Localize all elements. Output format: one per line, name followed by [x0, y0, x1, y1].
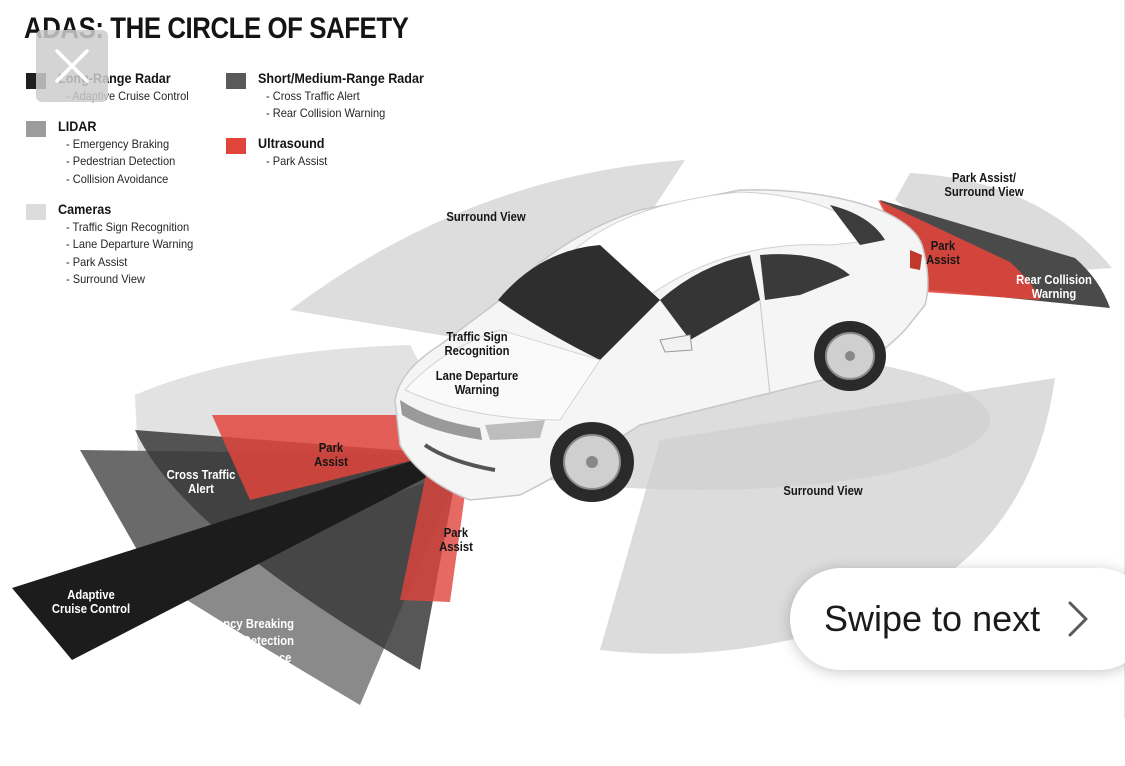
front-wheel — [550, 422, 634, 502]
adas-infographic: ADAS: THE CIRCLE OF SAFETY Long-Range Ra… — [12, 0, 1125, 718]
surround-view-top-zone — [290, 160, 685, 340]
rear-window — [830, 205, 885, 245]
legend-heading: Ultrasound — [258, 135, 325, 151]
label-line: Surround View — [783, 484, 863, 498]
legend-item: - Cross Traffic Alert — [266, 89, 360, 103]
car-roof — [559, 191, 882, 296]
legend-lidar: LIDAR - Emergency Braking - Pedestrian D… — [26, 118, 216, 190]
side-mirror — [659, 334, 693, 353]
ultrasound-swatch — [226, 138, 246, 154]
fog-lights — [423, 443, 496, 472]
legend-short-medium-range-radar: Short/Medium-Range Radar - Cross Traffic… — [226, 70, 446, 126]
label-line: Recognition — [444, 344, 510, 358]
label-line: Park — [930, 239, 956, 253]
label-line: Assist — [439, 540, 473, 554]
coverage-diagram — [12, 160, 1112, 705]
label-line: Park Assist/ — [952, 171, 1016, 185]
label-surround-view-right: Surround View — [783, 484, 862, 498]
label-line: Assist — [314, 455, 348, 469]
lidar-swatch — [26, 121, 46, 137]
label-rear-park-assist: Park Assist — [926, 239, 960, 267]
label-rear-park-surround: Park Assist/ Surround View — [944, 171, 1023, 199]
cameras-swatch — [26, 204, 46, 220]
legend-heading: Short/Medium-Range Radar — [258, 70, 424, 86]
legend-heading: LIDAR — [58, 118, 97, 134]
side-window-rear — [760, 254, 850, 300]
hood — [404, 329, 601, 421]
legend-item: - Collision Avoidance — [66, 172, 169, 186]
taillight — [910, 250, 922, 270]
windshield — [498, 245, 660, 360]
label-park-assist-front-center: Park Assist — [439, 526, 473, 554]
label-line: Collision Avoidance — [184, 651, 292, 665]
legend-item: - Lane Departure Warning — [66, 237, 194, 251]
legend-item: - Traffic Sign Recognition — [66, 220, 190, 234]
label-line: Warning — [454, 383, 500, 397]
label-line: Pedestrian Detection — [182, 634, 294, 648]
label-lane-departure: Lane Departure Warning — [436, 369, 519, 397]
legend-cameras: Cameras - Traffic Sign Recognition - Lan… — [26, 201, 226, 291]
legend-ultrasound: Ultrasound - Park Assist — [226, 135, 416, 175]
label-park-assist-front-left: Park Assist — [314, 441, 348, 469]
grille — [400, 400, 482, 440]
label-cross-traffic: Cross Traffic Alert — [167, 468, 236, 496]
rear-surround-zone — [895, 173, 1112, 275]
door-line — [759, 299, 771, 396]
label-line: Surround View — [446, 210, 526, 224]
label-line: Rear Collision — [1016, 273, 1092, 287]
label-rear-collision: Rear Collision Warning — [1016, 273, 1092, 301]
legend-item: - Pedestrian Detection — [66, 154, 176, 168]
label-line: Cruise Control — [51, 602, 131, 616]
ultrasound-front-left-zone — [212, 415, 455, 500]
label-traffic-sign: Traffic Sign Recognition — [445, 330, 510, 358]
rear-wheel — [814, 321, 886, 391]
close-icon — [55, 49, 89, 83]
legend-heading: Cameras — [58, 201, 112, 217]
label-surround-view-top: Surround View — [446, 210, 525, 224]
label-line: Cross Traffic — [166, 468, 236, 482]
legend-item: - Emergency Braking — [66, 137, 170, 151]
label-line: Park — [443, 526, 469, 540]
label-line: Warning — [1031, 287, 1077, 301]
label-line: Traffic Sign — [446, 330, 508, 344]
legend-item: - Rear Collision Warning — [266, 106, 386, 120]
label-line: Park — [318, 441, 344, 455]
car — [394, 189, 929, 502]
label-line: Adaptive — [67, 588, 115, 602]
legend-item: - Park Assist — [66, 255, 128, 269]
label-emergency: Emergency Breaking Pedestrian Detection … — [182, 616, 294, 667]
label-adaptive-cruise: Adaptive Cruise Control — [52, 588, 130, 616]
label-line: Surround View — [944, 185, 1024, 199]
close-button[interactable] — [36, 30, 108, 102]
label-line: Lane Departure — [435, 369, 519, 383]
swipe-label: Swipe to next — [824, 598, 1041, 639]
swipe-to-next-button[interactable]: Swipe to next — [790, 568, 1125, 670]
side-window-front — [660, 255, 760, 340]
headlight — [485, 420, 545, 440]
long-range-radar-zone — [12, 452, 470, 660]
label-line: Assist — [926, 253, 960, 267]
label-line: Alert — [188, 482, 214, 496]
label-line: Emergency Breaking — [182, 617, 294, 631]
legend-item: - Park Assist — [266, 154, 328, 168]
legend-item: - Surround View — [66, 272, 145, 286]
short-range-radar-swatch — [226, 73, 246, 89]
chevron-right-icon — [1068, 601, 1088, 637]
